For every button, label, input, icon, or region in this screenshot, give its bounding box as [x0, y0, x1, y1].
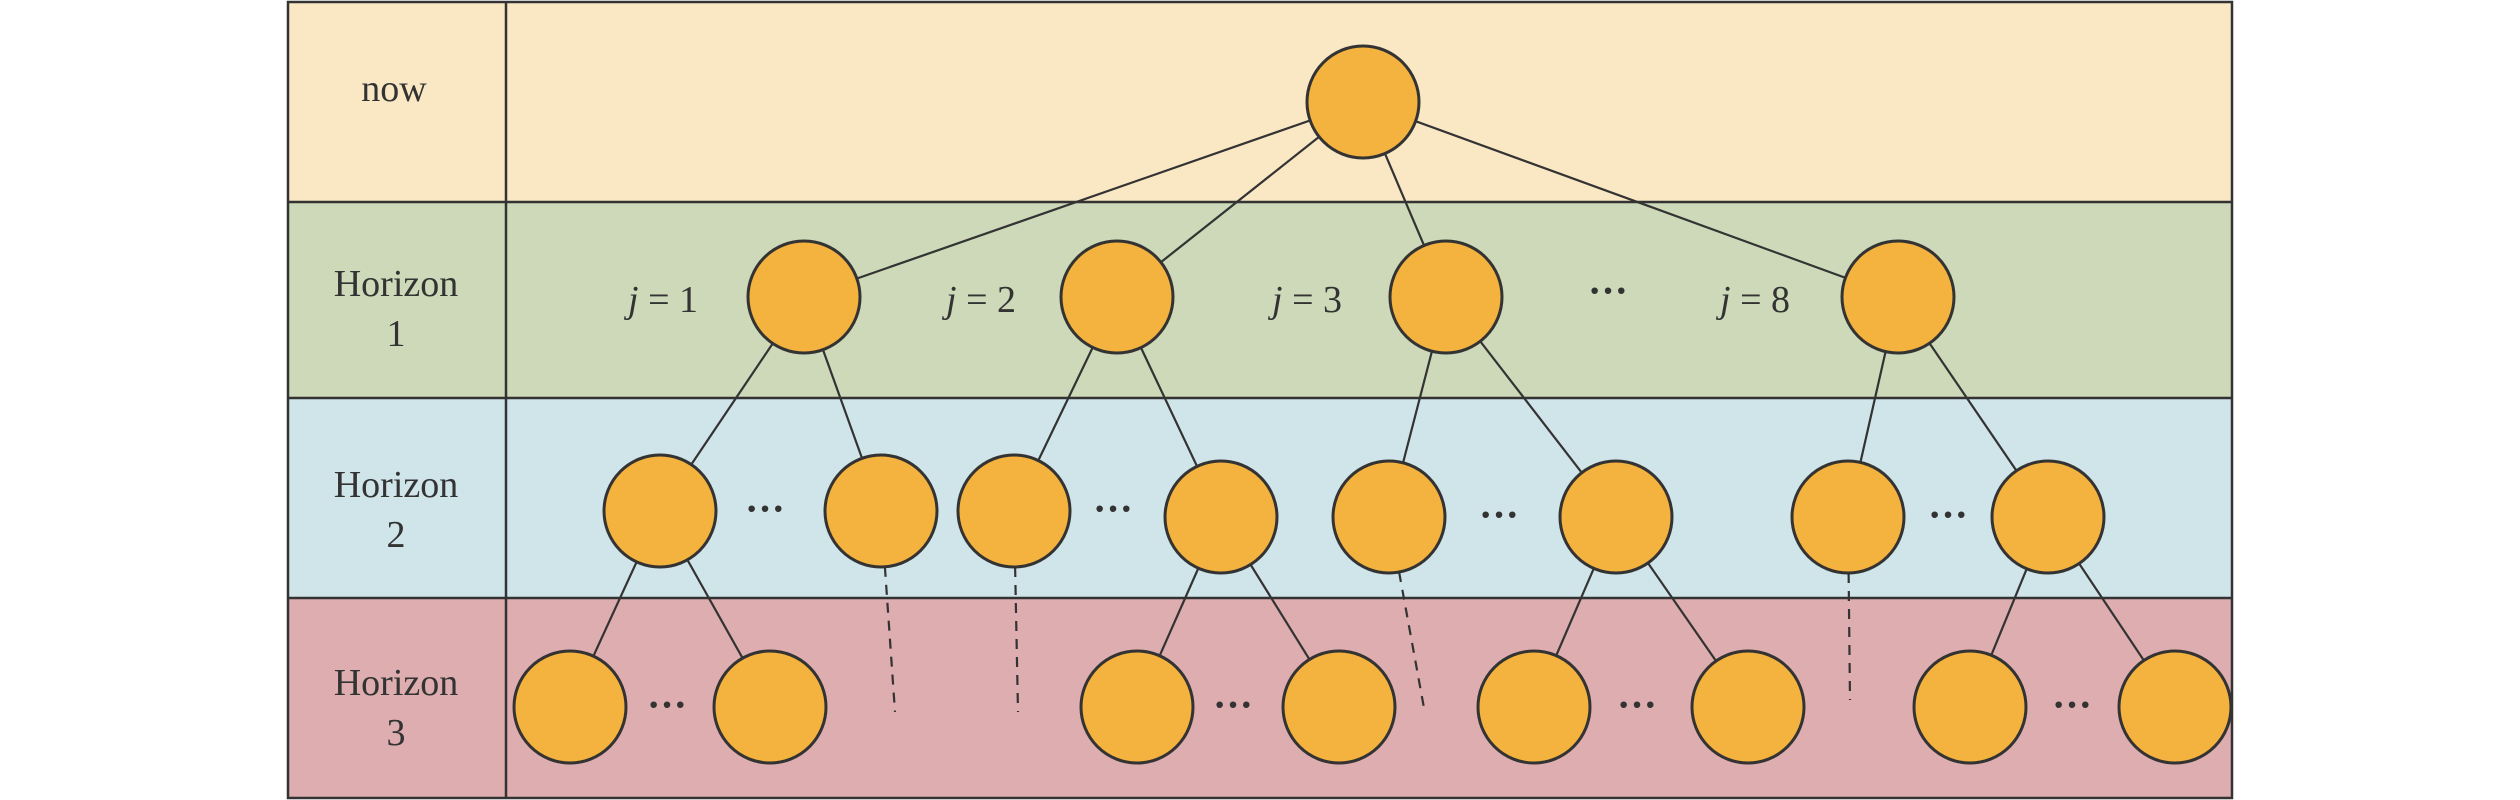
row-label-horizon-3-line1: Horizon [334, 662, 459, 704]
node-h3g [1912, 649, 2028, 765]
node-h2e [1331, 459, 1447, 575]
node-h2a [602, 453, 718, 569]
node-root [1305, 44, 1421, 160]
node-h1d [1840, 239, 1956, 355]
node-h2b [823, 453, 939, 569]
row-label-horizon-3-line2: 3 [387, 712, 406, 754]
node-h3h [2117, 649, 2233, 765]
node-h2c [956, 453, 1072, 569]
ellipsis-horizon-3-b: ··· [1213, 682, 1253, 727]
dashed-edge-h2e [1398, 571, 1426, 709]
node-h2d [1163, 459, 1279, 575]
node-h3c [1079, 649, 1195, 765]
row-label-horizon-1-line2: 1 [387, 313, 406, 355]
tree-nodes [512, 44, 2233, 765]
ellipsis-horizon-3-d: ··· [2052, 682, 2092, 727]
node-h3f [1690, 649, 1806, 765]
ellipsis-horizon-3-c: ··· [1617, 682, 1657, 727]
row-label-horizon-2-line1: Horizon [334, 464, 459, 506]
branch-label-j1: j = 1 [623, 279, 698, 321]
ellipsis-horizon-2-c: ··· [1479, 492, 1519, 537]
branch-label-j3: j = 3 [1267, 279, 1342, 321]
dashed-edge-h2g [1847, 572, 1852, 701]
outer-border [286, 0, 2234, 800]
row-label-horizon-1-line1: Horizon [334, 263, 459, 305]
node-h2h [1990, 459, 2106, 575]
node-h2f [1558, 459, 1674, 575]
node-h1a [746, 239, 862, 355]
dashed-edge-h2c [1014, 566, 1020, 713]
edge-root-h1a [803, 100, 1364, 299]
ellipsis-horizon-2-b: ··· [1093, 486, 1133, 531]
ellipsis-horizon-3-a: ··· [647, 682, 687, 727]
row-band-0 [288, 2, 2232, 202]
node-h1b [1059, 239, 1175, 355]
node-h3a [512, 649, 628, 765]
node-h2g [1790, 459, 1906, 575]
ellipsis-horizon-2-a: ··· [745, 486, 785, 531]
node-h3d [1281, 649, 1397, 765]
node-h3b [712, 649, 828, 765]
row-label-horizon-2-line2: 2 [387, 514, 406, 556]
ellipsis-horizon-2-d: ··· [1928, 492, 1968, 537]
row-label-now: now [361, 68, 427, 110]
ellipsis-horizon-1: ··· [1588, 268, 1628, 313]
edge-root-h1d [1362, 100, 1899, 299]
node-h1c [1388, 239, 1504, 355]
branch-label-j2: j = 2 [941, 279, 1016, 321]
node-h3e [1476, 649, 1592, 765]
table-frame [286, 0, 2234, 800]
dashed-edge-h2b [883, 566, 897, 713]
branch-label-j8: j = 8 [1715, 279, 1790, 321]
